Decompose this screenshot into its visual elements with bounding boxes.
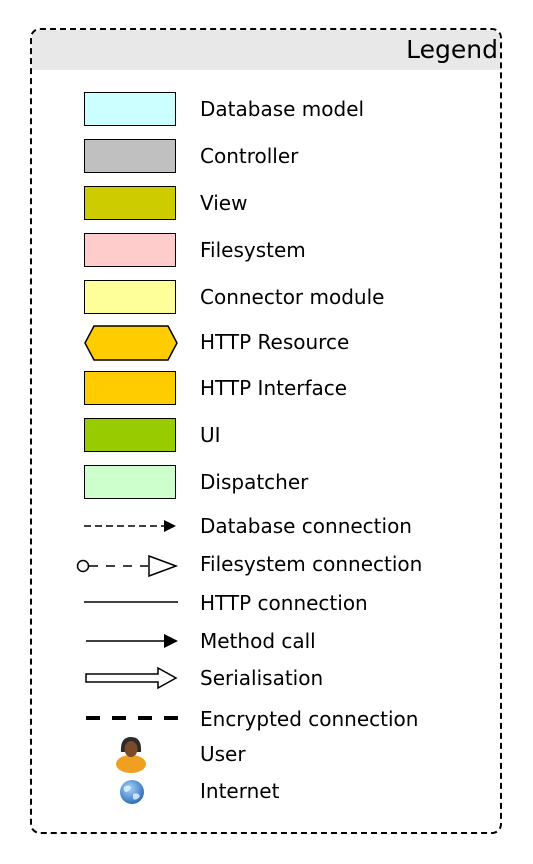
user-label: User	[200, 742, 246, 766]
database-connection-label: Database connection	[200, 514, 412, 538]
encrypted-connection-line	[86, 716, 178, 720]
connector-module-swatch	[84, 280, 176, 314]
filesystem-connection-label: Filesystem connection	[200, 552, 423, 576]
legend-title: Legend	[406, 35, 498, 64]
http-connection-label: HTTP connection	[200, 591, 368, 615]
globe-icon	[120, 780, 144, 804]
serialisation-label: Serialisation	[200, 666, 324, 690]
controller-label: Controller	[200, 144, 299, 168]
internet-label: Internet	[200, 779, 280, 803]
dispatcher-swatch	[84, 465, 176, 499]
legend-panel: Legend	[30, 28, 502, 834]
database-model-label: Database model	[200, 97, 365, 121]
filesystem-label: Filesystem	[200, 238, 306, 262]
http-interface-swatch	[84, 371, 176, 405]
encrypted-connection-label: Encrypted connection	[200, 707, 419, 731]
view-label: View	[200, 191, 248, 215]
ui-swatch	[84, 418, 176, 452]
controller-swatch	[84, 139, 176, 173]
view-swatch	[84, 186, 176, 220]
http-resource-hexagon	[84, 325, 178, 361]
filesystem-swatch	[84, 233, 176, 267]
http-resource-label: HTTP Resource	[200, 330, 350, 354]
http-interface-label: HTTP Interface	[200, 376, 348, 400]
serialisation-arrow	[85, 666, 178, 690]
method-call-label: Method call	[200, 629, 316, 653]
method-call-arrow	[86, 634, 178, 648]
http-connection-line	[84, 601, 178, 603]
filesystem-connection-arrow	[76, 554, 179, 578]
ui-label: UI	[200, 423, 221, 447]
dispatcher-label: Dispatcher	[200, 470, 309, 494]
legend-header: Legend	[32, 30, 500, 70]
database-connection-arrow	[84, 520, 176, 532]
connector-module-label: Connector module	[200, 285, 385, 309]
database-model-swatch	[84, 92, 176, 126]
user-icon	[116, 737, 146, 773]
